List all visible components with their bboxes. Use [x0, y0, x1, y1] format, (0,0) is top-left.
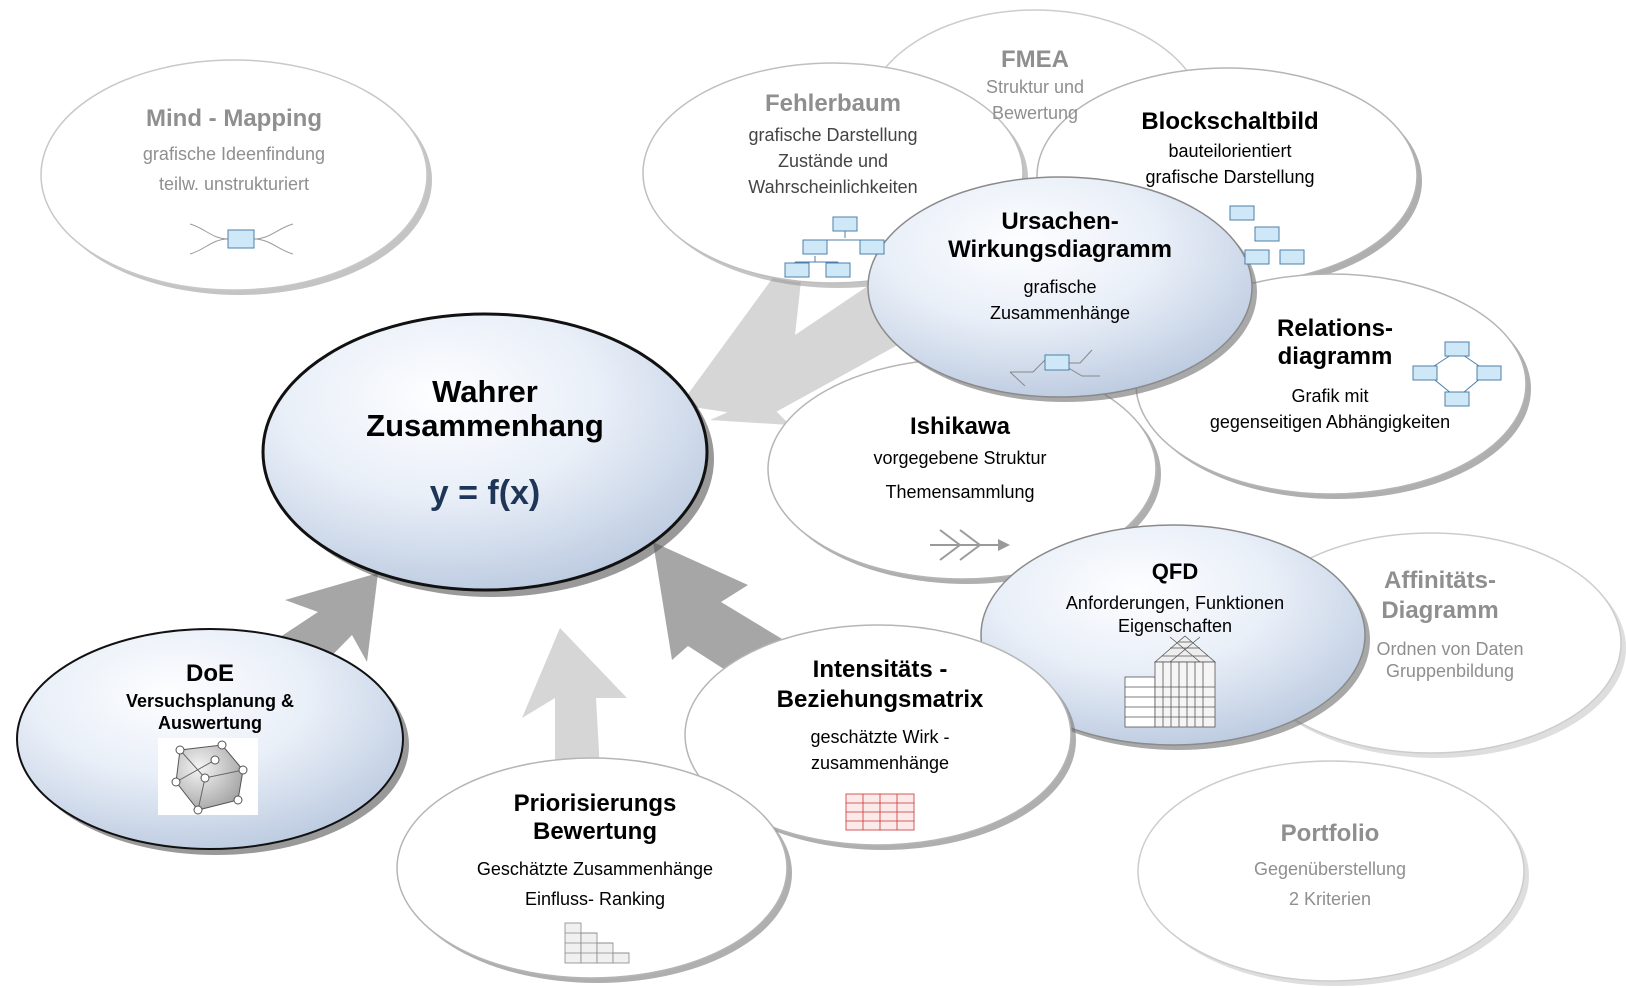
arrows	[268, 272, 925, 770]
ellipse-mind-mapping	[40, 59, 432, 295]
ellipse-intensitaets	[684, 624, 1076, 850]
arrow-fehlerbaum-to-center	[680, 272, 925, 418]
block-diagram-icon	[1229, 205, 1305, 265]
ellipse-portfolio	[1137, 760, 1529, 986]
arrow-priorisierung-to-center	[522, 628, 627, 770]
arrow-ishikawa-to-center	[710, 397, 790, 425]
fault-tree-icon	[784, 216, 885, 278]
relations-diagram-icon	[1412, 341, 1502, 407]
cube-icon	[158, 738, 258, 815]
mind-map-icon	[189, 223, 294, 255]
ellipse-ursachen	[867, 176, 1257, 402]
ellipse-priorisierung	[396, 757, 792, 983]
ellipse-ishikawa	[767, 358, 1161, 584]
ranking-icon	[564, 922, 630, 964]
ellipse-qfd	[980, 524, 1370, 750]
matrix-icon	[845, 793, 915, 831]
house-of-quality-icon	[1124, 635, 1217, 728]
fishbone-icon	[930, 529, 1010, 561]
ellipse-center	[261, 312, 714, 597]
cause-effect-icon	[1009, 349, 1100, 387]
